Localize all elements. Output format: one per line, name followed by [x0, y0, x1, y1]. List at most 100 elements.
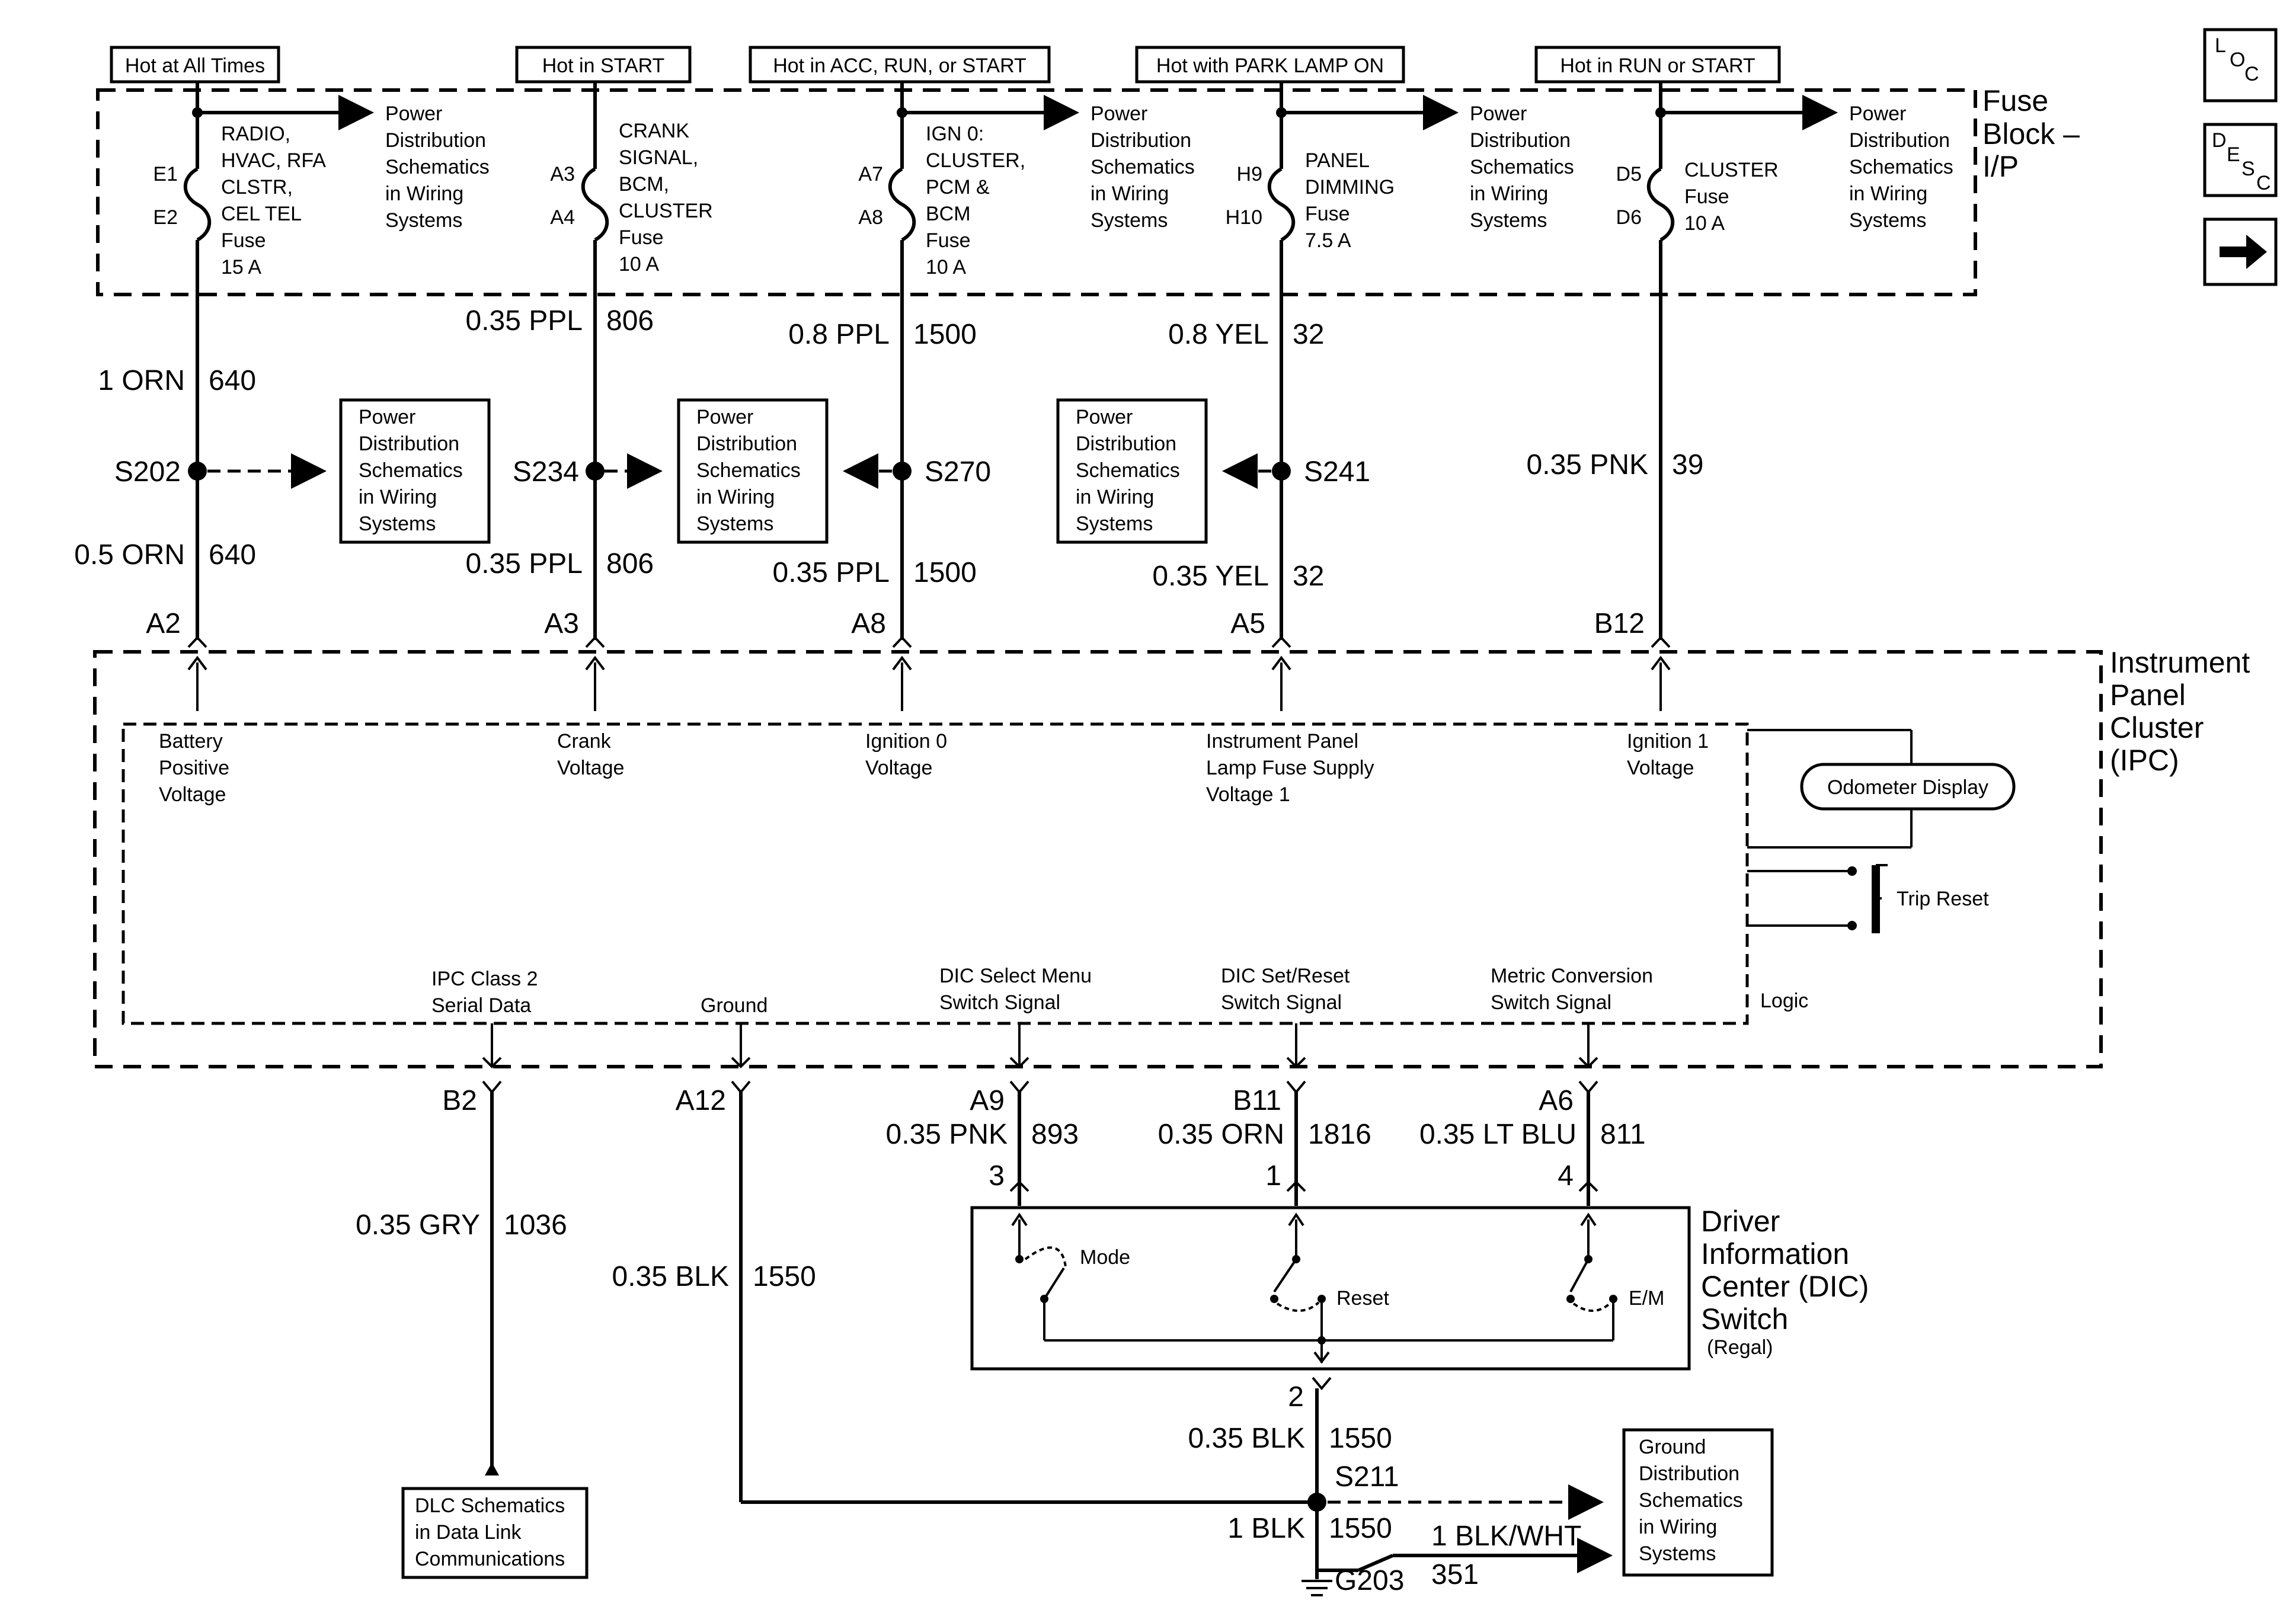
svg-text:0.35 BLK: 0.35 BLK	[1188, 1423, 1305, 1454]
hot-label-start: Hot in START	[515, 46, 692, 84]
trip-reset-switch: Trip Reset	[1747, 864, 1989, 933]
svg-text:Schematics: Schematics	[1091, 156, 1195, 178]
svg-text:0.35 BLK: 0.35 BLK	[612, 1261, 729, 1292]
svg-text:in Wiring: in Wiring	[696, 486, 775, 508]
svg-text:H10: H10	[1226, 206, 1262, 229]
svg-text:PCM &: PCM &	[926, 176, 990, 199]
svg-text:S: S	[2241, 158, 2255, 180]
svg-text:Instrument Panel: Instrument Panel	[1206, 730, 1358, 753]
svg-text:in Wiring: in Wiring	[1639, 1516, 1717, 1538]
next-page-button[interactable]	[2203, 217, 2278, 286]
svg-text:Metric Conversion: Metric Conversion	[1491, 965, 1653, 987]
svg-text:BCM,: BCM,	[619, 173, 669, 196]
svg-text:806: 806	[606, 548, 654, 580]
svg-text:15 A: 15 A	[221, 256, 261, 279]
wire-1550-dic: 0.35 BLK 1550	[1188, 1423, 1392, 1454]
ground-symbol-g203: G203	[1302, 1565, 1404, 1596]
svg-text:1550: 1550	[1329, 1423, 1392, 1454]
ipc-connector-chevrons-top	[187, 636, 1671, 711]
power-dist-box-s234-s270[interactable]: Power Distribution Schematics in Wiring …	[677, 398, 829, 544]
svg-text:Voltage: Voltage	[159, 783, 226, 806]
svg-text:BCM: BCM	[926, 203, 971, 225]
svg-text:Systems: Systems	[1470, 209, 1547, 232]
svg-text:Distribution: Distribution	[1076, 433, 1176, 455]
svg-text:1550: 1550	[1329, 1513, 1392, 1544]
svg-text:RADIO,: RADIO,	[221, 123, 290, 145]
svg-text:0.35 PPL: 0.35 PPL	[773, 557, 890, 588]
wire-1500-upper: 0.8 PPL 1500	[788, 319, 977, 350]
dlc-ref-box[interactable]: DLC Schematics in Data Link Communicatio…	[401, 1487, 589, 1579]
location-button[interactable]: L O C	[2203, 28, 2278, 103]
power-dist-ref-fuse5[interactable]: Power Distribution Schematics in Wiring …	[1849, 103, 1953, 232]
svg-text:CLUSTER: CLUSTER	[619, 200, 713, 222]
svg-text:Fuse: Fuse	[1305, 203, 1350, 225]
svg-text:Distribution: Distribution	[1091, 129, 1191, 152]
svg-text:Distribution: Distribution	[696, 433, 797, 455]
ipc-pins-top: A2 A3 A8 A5 B12	[146, 608, 1645, 639]
power-dist-box-s241[interactable]: Power Distribution Schematics in Wiring …	[1056, 398, 1208, 544]
svg-text:B2: B2	[442, 1085, 477, 1116]
svg-text:S202: S202	[114, 456, 181, 488]
svg-text:Schematics: Schematics	[385, 156, 490, 178]
svg-text:A6: A6	[1539, 1085, 1574, 1116]
svg-text:in Wiring: in Wiring	[1470, 183, 1548, 205]
svg-text:E1: E1	[153, 163, 178, 185]
svg-text:S241: S241	[1304, 456, 1370, 488]
wire-806-lower: 0.35 PPL 806	[466, 548, 654, 580]
svg-text:DIC Set/Reset: DIC Set/Reset	[1221, 965, 1350, 987]
svg-text:Instrument: Instrument	[2110, 646, 2250, 679]
ipc-output-setreset: DIC Set/Reset Switch Signal	[1221, 965, 1350, 1014]
svg-text:Distribution: Distribution	[385, 129, 486, 152]
svg-text:A7: A7	[858, 163, 883, 185]
svg-text:640: 640	[209, 539, 256, 571]
svg-text:SIGNAL,: SIGNAL,	[619, 146, 698, 169]
ground-dist-ref-box[interactable]: Ground Distribution Schematics in Wiring…	[1622, 1428, 1774, 1577]
ipc-pins-bottom: B2 A12 A9 B11 A6	[442, 1085, 1574, 1116]
svg-text:DIC Select Menu: DIC Select Menu	[939, 965, 1092, 987]
svg-text:10 A: 10 A	[926, 256, 966, 279]
splice-s270: S270	[843, 453, 991, 489]
svg-text:Schematics: Schematics	[1076, 459, 1180, 482]
svg-text:Distribution: Distribution	[1470, 129, 1571, 152]
svg-text:893: 893	[1031, 1119, 1079, 1150]
dic-pins-top: 3 1 4	[989, 1160, 1598, 1192]
svg-text:I/P: I/P	[1982, 150, 2019, 183]
power-dist-ref-fuse1[interactable]: Power Distribution Schematics in Wiring …	[385, 103, 490, 232]
svg-text:(IPC): (IPC)	[2110, 744, 2179, 777]
svg-text:Hot in START: Hot in START	[542, 55, 665, 77]
svg-text:Distribution: Distribution	[1639, 1462, 1739, 1485]
svg-text:0.35 LT BLU: 0.35 LT BLU	[1419, 1119, 1576, 1150]
power-dist-ref-fuse4[interactable]: Power Distribution Schematics in Wiring …	[1470, 103, 1574, 232]
svg-text:Systems: Systems	[1076, 513, 1153, 535]
svg-text:Fuse: Fuse	[1982, 84, 2048, 117]
svg-text:Hot in ACC, RUN, or START: Hot in ACC, RUN, or START	[773, 55, 1027, 77]
svg-text:A4: A4	[550, 206, 575, 229]
wire-1816: 0.35 ORN 1816	[1158, 1119, 1371, 1150]
svg-text:Fuse: Fuse	[1684, 185, 1729, 208]
svg-text:Systems: Systems	[696, 513, 773, 535]
wire-811: 0.35 LT BLU 811	[1419, 1119, 1646, 1150]
description-button[interactable]: D E S C	[2203, 123, 2278, 197]
svg-text:1500: 1500	[913, 319, 977, 350]
svg-text:0.35 PNK: 0.35 PNK	[886, 1119, 1008, 1150]
svg-text:Schematics: Schematics	[696, 459, 801, 482]
wire-1036: 0.35 GRY 1036	[356, 1209, 567, 1241]
ipc-connector-chevrons-bottom	[482, 1023, 1598, 1094]
svg-text:Power: Power	[1849, 103, 1906, 125]
svg-text:A12: A12	[676, 1085, 726, 1116]
svg-text:O: O	[2230, 49, 2245, 71]
power-dist-box-s202[interactable]: Power Distribution Schematics in Wiring …	[339, 398, 491, 544]
svg-text:in Wiring: in Wiring	[1849, 183, 1927, 205]
svg-text:S270: S270	[925, 456, 991, 488]
svg-text:E2: E2	[153, 206, 178, 229]
svg-text:4: 4	[1558, 1160, 1574, 1192]
splice-s211: S211	[1307, 1461, 1604, 1520]
svg-text:Battery: Battery	[159, 730, 223, 753]
power-dist-ref-fuse3[interactable]: Power Distribution Schematics in Wiring …	[1091, 103, 1195, 232]
ipc-input-lamp: Instrument Panel Lamp Fuse Supply Voltag…	[1206, 730, 1374, 806]
svg-text:Power: Power	[1091, 103, 1147, 125]
svg-text:E: E	[2227, 143, 2240, 166]
svg-text:Reset: Reset	[1336, 1287, 1389, 1310]
ipc-input-ign0: Ignition 0 Voltage	[865, 730, 947, 779]
